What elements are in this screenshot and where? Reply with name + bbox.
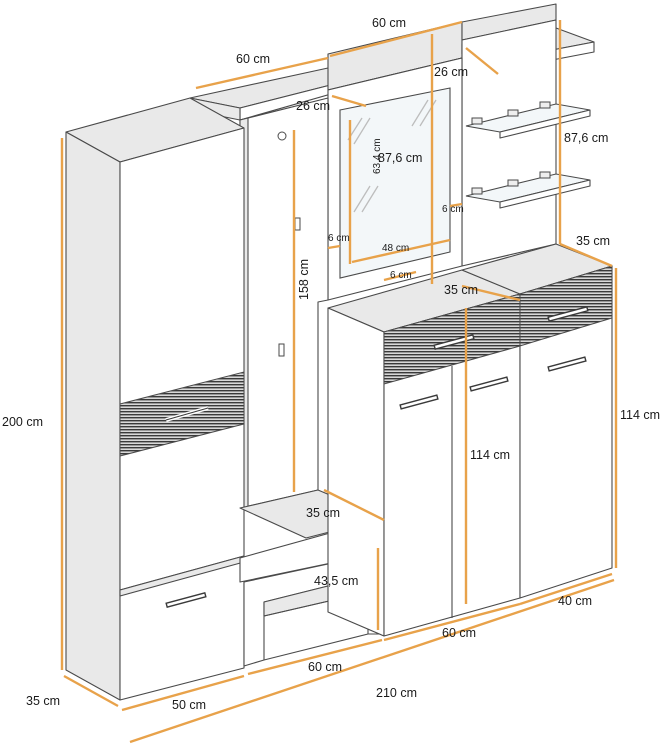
- label-mirror-glass-width: 48 cm: [382, 243, 409, 254]
- handle-bar-icon: [165, 592, 207, 608]
- label-total-width: 210 cm: [376, 686, 417, 700]
- hook-icon: [278, 343, 285, 357]
- label-cabinet-height-center: 114 cm: [470, 448, 510, 462]
- hook-icon: [294, 217, 301, 231]
- label-bench-depth: 35 cm: [306, 506, 340, 520]
- label-wardrobe-width: 50 cm: [172, 698, 206, 712]
- mirror-panel: [327, 57, 463, 301]
- label-shoe-cabinet-width: 60 cm: [442, 626, 476, 640]
- shoe-cabinet: [327, 269, 521, 637]
- handle-bar-icon: [399, 394, 439, 410]
- label-top-shelf-left-width: 60 cm: [236, 52, 270, 66]
- handle-bar-icon: [547, 306, 589, 322]
- coat-panel: [239, 97, 329, 509]
- label-mirror-glass-height: 63,4 cm: [372, 138, 383, 174]
- label-bench-width: 60 cm: [308, 660, 342, 674]
- label-mirror-bottom-gap: 6 cm: [390, 270, 412, 281]
- shelf-bracket-icon: [507, 179, 519, 187]
- wood-strip: [519, 265, 613, 347]
- dimension-labels: 60 cm 60 cm 26 cm 26 cm 87,6 cm 63,4 cm …: [2, 16, 660, 712]
- shelf-bracket-icon: [539, 101, 551, 109]
- label-mirror-panel-depth: 26 cm: [296, 99, 330, 113]
- hook-icon: [277, 131, 287, 141]
- handle-bar-icon: [547, 356, 587, 372]
- label-wardrobe-height: 200 cm: [2, 415, 43, 429]
- label-right-shelf-height: 87,6 cm: [564, 131, 608, 145]
- handle-bar-icon: [469, 376, 509, 392]
- wardrobe: [65, 97, 245, 701]
- label-shoe-cabinet-depth: 35 cm: [444, 283, 478, 297]
- label-mirror-left-gap: 6 cm: [328, 233, 350, 244]
- label-top-mirror-width: 60 cm: [372, 16, 406, 30]
- shelf-bracket-icon: [471, 187, 483, 195]
- label-bench-height: 43,5 cm: [314, 574, 358, 588]
- label-coat-panel-height: 158 cm: [297, 259, 311, 300]
- handle-bar-icon: [433, 334, 475, 350]
- label-mirror-height: 87,6 cm: [378, 151, 422, 165]
- label-right-shelf-depth: 26 cm: [434, 65, 468, 79]
- label-right-cabinet-depth: 35 cm: [576, 234, 610, 248]
- label-wardrobe-depth: 35 cm: [26, 694, 60, 708]
- label-right-cabinet-width: 40 cm: [558, 594, 592, 608]
- shelf-bracket-icon: [471, 117, 483, 125]
- shelf-bracket-icon: [507, 109, 519, 117]
- right-cabinet: [461, 243, 613, 599]
- dimension-lines: [60, 20, 618, 744]
- label-mirror-right-gap: 6 cm: [442, 204, 464, 215]
- label-cabinet-height-right: 114 cm: [620, 408, 660, 422]
- shelf-bracket-icon: [539, 171, 551, 179]
